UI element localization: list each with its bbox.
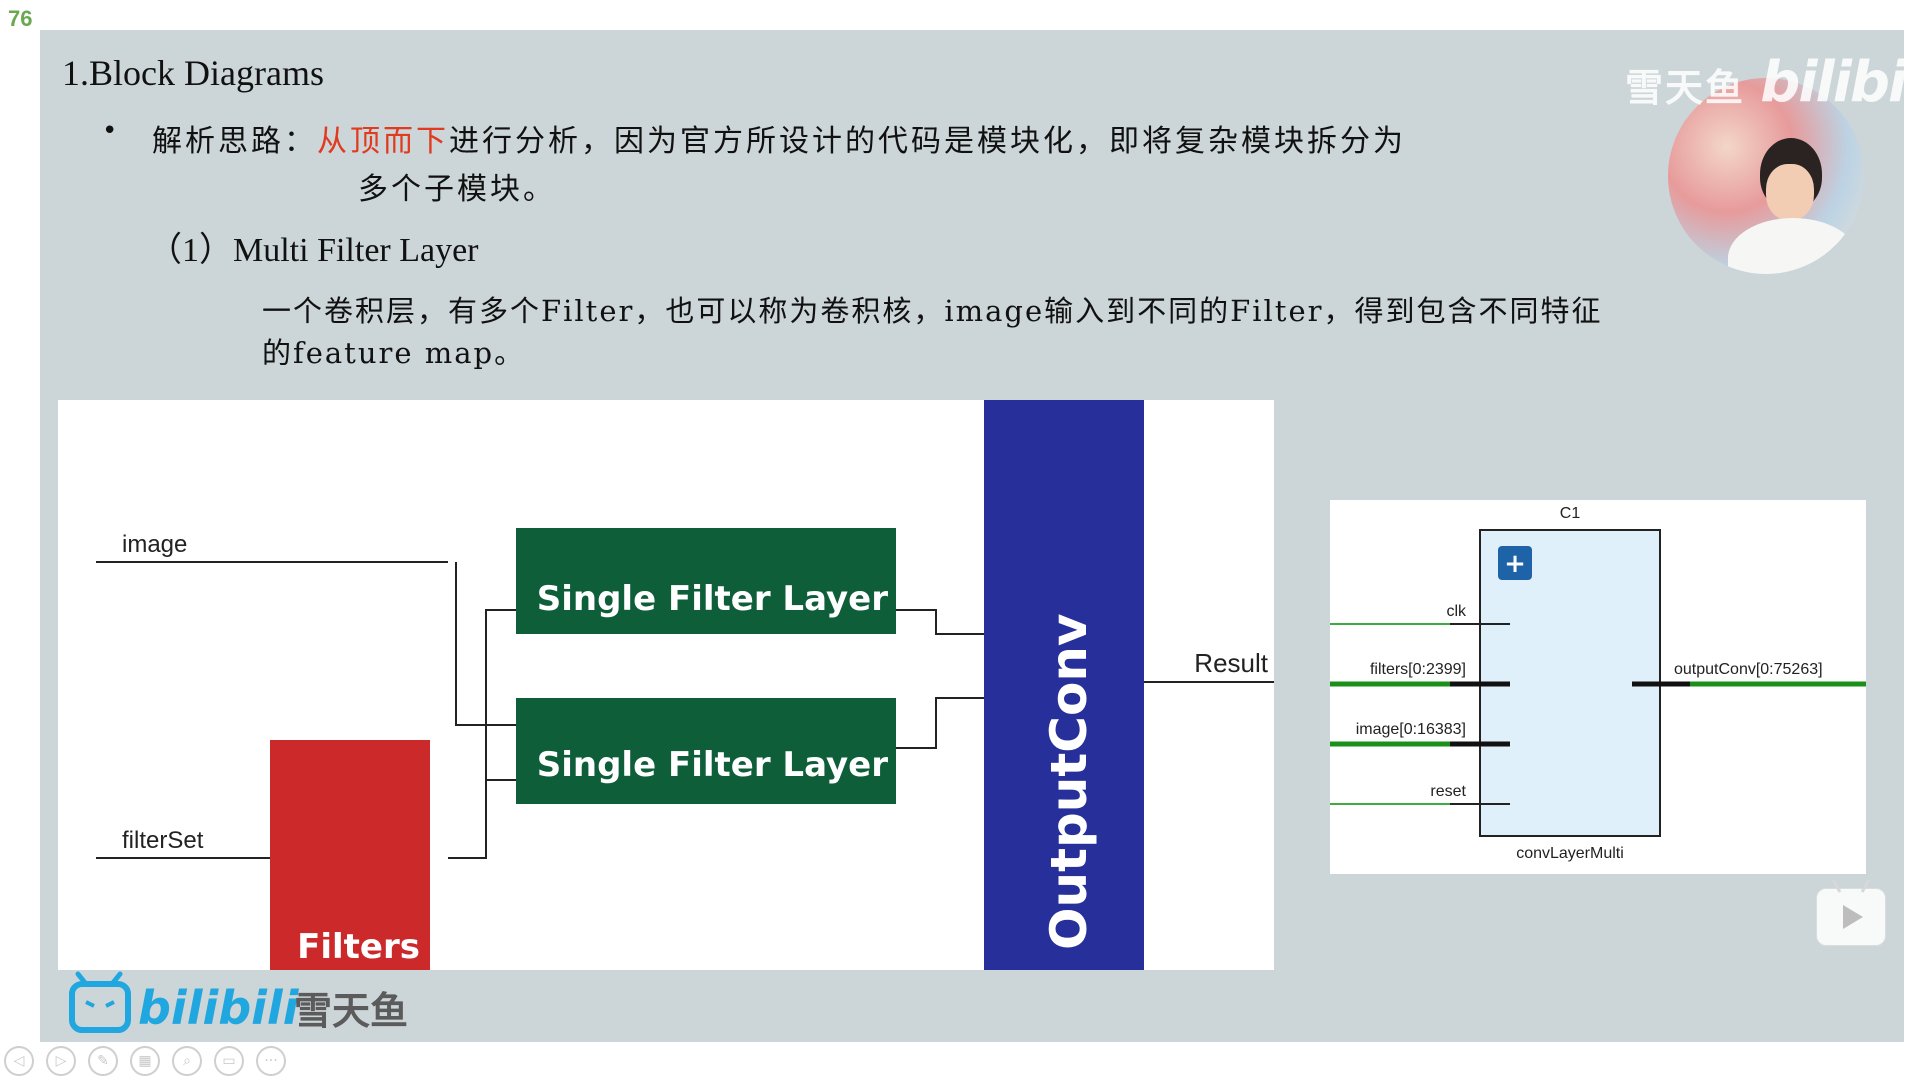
label-filters: Filters [297,927,420,967]
presenter-avatar [1668,78,1864,274]
label-single-filter-2: Single Filter Layer [537,745,888,785]
bullet-prefix: 解析思路： [152,124,317,159]
expand-icon[interactable] [1498,546,1532,580]
wire-image-to-layer2 [455,562,516,726]
paragraph-line-2: 的feature map。 [262,336,526,370]
slide: 1.Block Diagrams • 解析思路：从顶而下进行分析，因为官方所设计… [40,30,1920,1042]
bilibili-logo: bilibili 雪天鱼 [68,970,428,1042]
schematic-svg: + C1 convLayerMulti clk filters[0:2399] … [1330,505,1866,862]
play-button[interactable] [1816,888,1886,946]
avatar-shirt [1728,218,1858,274]
more-icon[interactable]: ··· [256,1046,286,1076]
slide-title: 1.Block Diagrams [62,53,324,93]
wire-layer1-out [896,609,984,635]
port-clk: clk [1446,603,1467,620]
label-result: Result [1194,648,1268,678]
prev-icon[interactable]: ◁ [4,1046,34,1076]
filters-block [270,740,430,970]
outputconv-block [984,400,1144,970]
label-single-filter-1: Single Filter Layer [537,579,888,619]
bullet-highlight: 从顶而下 [317,124,449,159]
section-subheading: （1）Multi Filter Layer [148,232,479,269]
author-name: 雪天鱼 [294,989,408,1033]
slide-toolbar: ◁ ▷ ✎ ▦ ⌕ ▭ ··· [4,1046,298,1076]
avatar-face [1766,164,1814,220]
bullet-rest: 进行分析，因为官方所设计的代码是模块化，即将复杂模块拆分为 [449,124,1406,159]
subtitle-icon[interactable]: ▭ [214,1046,244,1076]
tv-icon [69,971,131,1033]
block-diagram: image filterSet Single Filter Layer Sing… [58,400,1274,970]
bullet-icon: • [102,116,118,146]
watermark-author: 雪天鱼 [1625,66,1746,110]
single-filter-layer-2 [516,698,896,804]
module-label: convLayerMulti [1516,845,1624,862]
wire-layer2-out [896,697,984,749]
block-diagram-svg: image filterSet Single Filter Layer Sing… [96,400,1274,970]
wires [96,561,1274,859]
expand-icon-glyph: + [1504,549,1526,579]
instance-label: C1 [1560,505,1581,522]
play-icon [1843,905,1863,929]
bilibili-logo-svg: bilibili 雪天鱼 [69,971,408,1035]
single-filter-layer-1 [516,528,896,634]
watermark: 雪天鱼 bilibili [1625,50,1920,115]
zoom-icon[interactable]: ⌕ [172,1046,202,1076]
watermark-brand: bilibili [1760,50,1920,115]
port-output: outputConv[0:75263] [1674,661,1823,678]
port-filters: filters[0:2399] [1370,661,1466,678]
pages-icon[interactable]: ▦ [130,1046,160,1076]
port-image: image[0:16383] [1356,721,1466,738]
next-icon[interactable]: ▷ [46,1046,76,1076]
slide-page-number: 76 [8,6,33,31]
bullet-text: 解析思路：从顶而下进行分析，因为官方所设计的代码是模块化，即将复杂模块拆分为 [152,116,1406,160]
bilibili-wordmark: bilibili [138,981,300,1035]
wire-filters-to-layer1 [448,609,516,859]
pen-icon[interactable]: ✎ [88,1046,118,1076]
bullet-text-line2: 多个子模块。 [358,172,556,207]
label-image: image [122,531,187,558]
port-reset: reset [1430,783,1466,800]
label-outputconv: OutputConv [1040,613,1098,950]
schematic-diagram: + C1 convLayerMulti clk filters[0:2399] … [1330,500,1866,874]
label-filterset: filterSet [122,827,204,854]
paragraph-line-1: 一个卷积层，有多个Filter，也可以称为卷积核，image输入到不同的Filt… [262,294,1603,328]
